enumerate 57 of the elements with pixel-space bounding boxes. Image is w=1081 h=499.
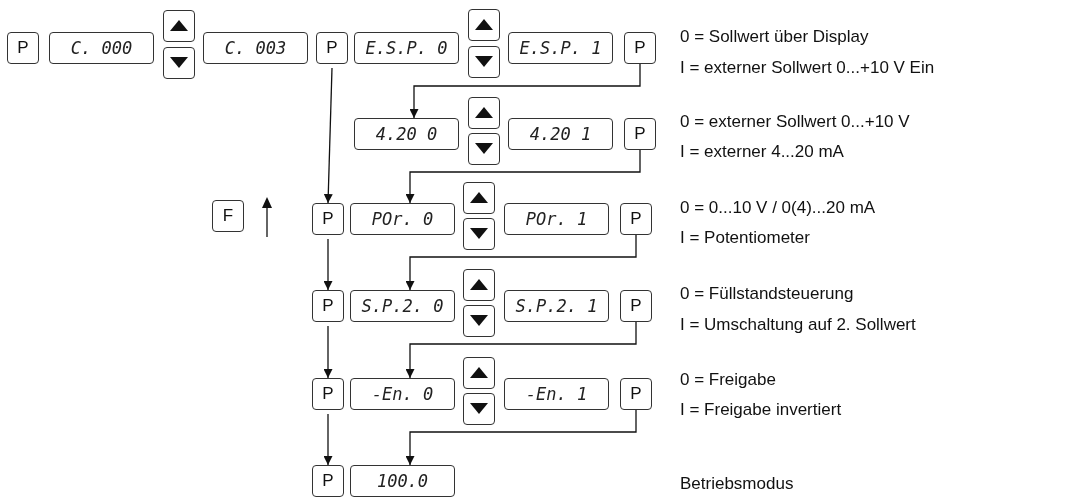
display-readout: C. 000 <box>49 32 154 64</box>
arrow <box>405 321 637 379</box>
key-button: P <box>624 32 656 64</box>
display-readout: POr. 1 <box>504 203 609 235</box>
display-readout: E.S.P. 1 <box>508 32 613 64</box>
note-text: 0 = Freigabe <box>680 370 776 390</box>
note-text: 0 = Sollwert über Display <box>680 27 869 47</box>
display-readout: POr. 0 <box>350 203 455 235</box>
arrow <box>405 149 641 204</box>
display-readout: 100.0 <box>350 465 455 497</box>
key-button: F <box>212 200 244 232</box>
down-arrow-key <box>468 46 500 78</box>
down-arrow-key <box>463 218 495 250</box>
arrow <box>323 238 333 291</box>
key-button: P <box>620 290 652 322</box>
note-text: I = Freigabe invertiert <box>680 400 842 420</box>
arrow <box>323 67 333 204</box>
note-text: 0 = Füllstandsteuerung <box>680 284 854 304</box>
display-readout: C. 003 <box>203 32 308 64</box>
display-readout: S.P.2. 1 <box>504 290 609 322</box>
key-button: P <box>312 203 344 235</box>
display-readout: -En. 1 <box>504 378 609 410</box>
display-readout: S.P.2. 0 <box>350 290 455 322</box>
note-text: I = Potentiometer <box>680 228 810 248</box>
arrow <box>405 234 637 291</box>
up-arrow-key <box>463 182 495 214</box>
key-button: P <box>620 378 652 410</box>
key-button: P <box>316 32 348 64</box>
note-text: 0 = externer Sollwert 0...+10 V <box>680 112 910 132</box>
down-arrow-key <box>163 47 195 79</box>
up-arrow-key <box>463 357 495 389</box>
arrow <box>405 409 637 466</box>
up-arrow-key <box>468 9 500 41</box>
note-text: 0 = 0...10 V / 0(4)...20 mA <box>680 198 876 218</box>
key-button: P <box>312 378 344 410</box>
arrow <box>409 63 641 119</box>
down-arrow-key <box>468 133 500 165</box>
note-text: Betriebsmodus <box>680 474 794 494</box>
key-button: P <box>624 118 656 150</box>
note-text: I = externer Sollwert 0...+10 V Ein <box>680 58 935 78</box>
display-readout: 4.20 0 <box>354 118 459 150</box>
key-button: P <box>620 203 652 235</box>
key-button: P <box>312 465 344 497</box>
display-readout: -En. 0 <box>350 378 455 410</box>
arrow <box>323 325 333 379</box>
key-button: P <box>7 32 39 64</box>
down-arrow-key <box>463 393 495 425</box>
arrow <box>323 413 333 466</box>
display-readout: E.S.P. 0 <box>354 32 459 64</box>
up-arrow-key <box>463 269 495 301</box>
display-readout: 4.20 1 <box>508 118 613 150</box>
note-text: I = Umschaltung auf 2. Sollwert <box>680 315 916 335</box>
up-arrow-key <box>468 97 500 129</box>
down-arrow-key <box>463 305 495 337</box>
up-arrow-key <box>163 10 195 42</box>
key-button: P <box>312 290 344 322</box>
note-text: I = externer 4...20 mA <box>680 142 844 162</box>
